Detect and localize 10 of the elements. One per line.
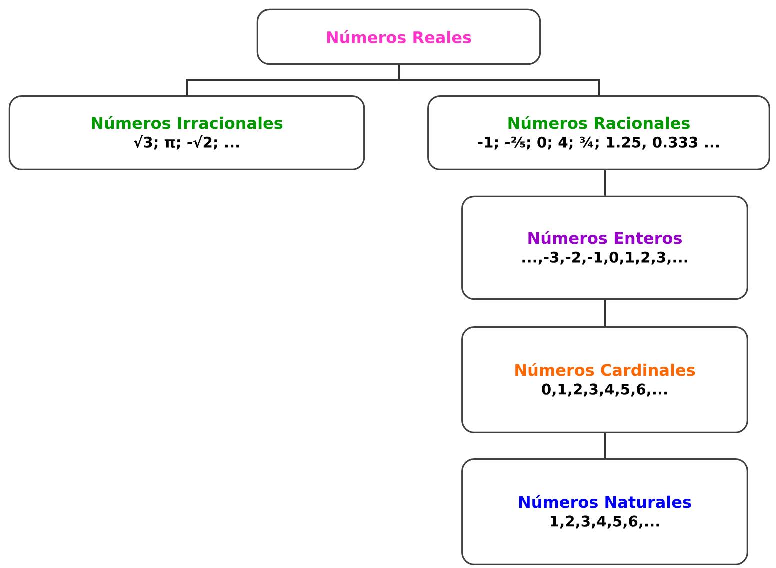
connector-line — [604, 170, 606, 196]
category-box: Números Racionales -1; -⅖; 0; 4; ¾; 1.25, 0.333 ... — [428, 96, 770, 170]
category-box: Números Cardinales 0,1,2,3,4,5,6,... — [462, 326, 748, 434]
category-box: Números Naturales 1,2,3,4,5,6,... — [462, 458, 748, 566]
connector-line — [604, 433, 606, 459]
connector-line — [398, 65, 600, 96]
connector-line — [604, 300, 606, 327]
category-box: Números Reales — [256, 8, 542, 66]
category-box: Números Irracionales √3; π; -√2; ... — [8, 96, 366, 170]
category-box: Números Enteros ...,-3,-2,-1,0,1,2,3,... — [462, 196, 748, 300]
